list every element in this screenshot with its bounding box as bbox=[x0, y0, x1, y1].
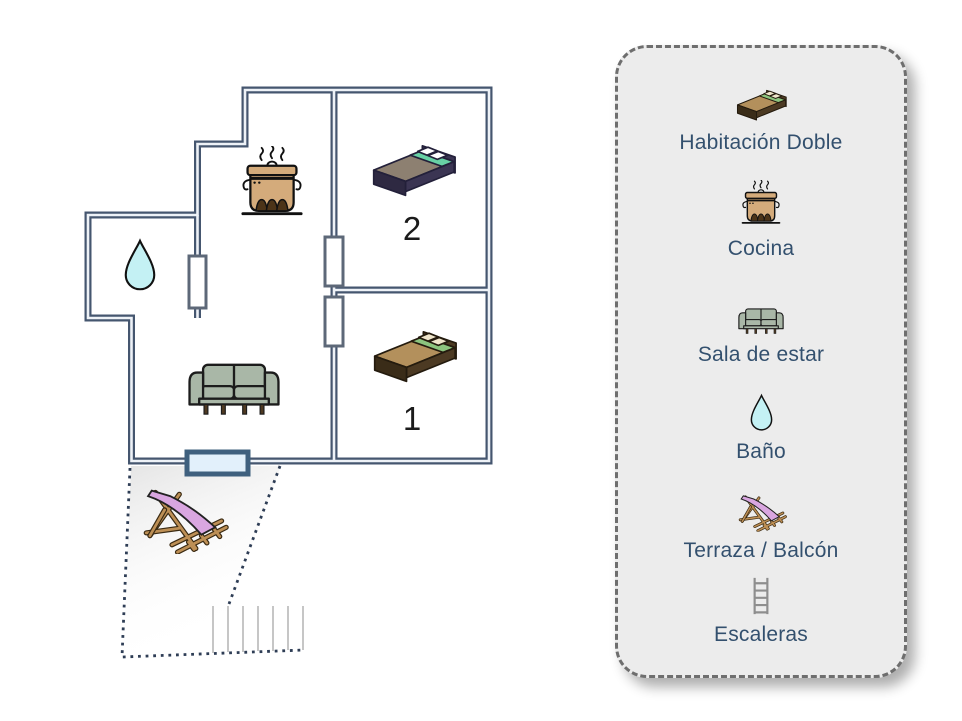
cooking-pot-icon bbox=[739, 180, 783, 230]
legend-item-escaleras: Escaleras bbox=[618, 576, 904, 646]
cooking-pot-icon bbox=[241, 146, 303, 216]
legend-item-bano: Baño bbox=[618, 393, 904, 463]
legend-item-habitacion-doble: Habitación Doble bbox=[618, 88, 904, 154]
water-drop-icon bbox=[748, 393, 775, 433]
legend-item-cocina: Cocina bbox=[618, 180, 904, 260]
sofa-icon bbox=[736, 306, 786, 336]
room-number-1: 1 bbox=[402, 400, 422, 437]
double-bed-icon bbox=[733, 88, 789, 124]
legend-label-escaleras: Escaleras bbox=[713, 623, 808, 646]
stair-lines bbox=[212, 606, 304, 653]
bedroom1-door bbox=[323, 295, 345, 348]
legend-item-terraza-balcon: Terraza / Balcón bbox=[618, 493, 904, 562]
ladder-icon bbox=[747, 576, 775, 616]
terrace-window bbox=[184, 449, 251, 477]
legend-label-bano: Baño bbox=[736, 440, 786, 463]
legend-item-sala-de-estar: Sala de estar bbox=[618, 306, 904, 366]
legend-label-terraza-balcon: Terraza / Balcón bbox=[683, 539, 839, 562]
sofa-icon bbox=[188, 363, 280, 416]
room-number-2: 2 bbox=[402, 210, 422, 247]
legend-label-sala-de-estar: Sala de estar bbox=[697, 343, 825, 366]
bedroom2-door bbox=[323, 235, 345, 288]
bathroom-door bbox=[187, 254, 208, 310]
double-bed-icon-room2 bbox=[372, 144, 456, 197]
double-bed-icon-room1 bbox=[373, 330, 457, 383]
deck-chair-icon bbox=[735, 493, 787, 532]
legend-label-cocina: Cocina bbox=[727, 237, 795, 260]
legend-label-habitacion-doble: Habitación Doble bbox=[679, 131, 843, 154]
legend-panel: Habitación Doble Cocina Sala de estar Ba… bbox=[615, 45, 907, 678]
terrace-dotted-boundary bbox=[120, 465, 305, 659]
water-drop-icon bbox=[124, 239, 156, 291]
